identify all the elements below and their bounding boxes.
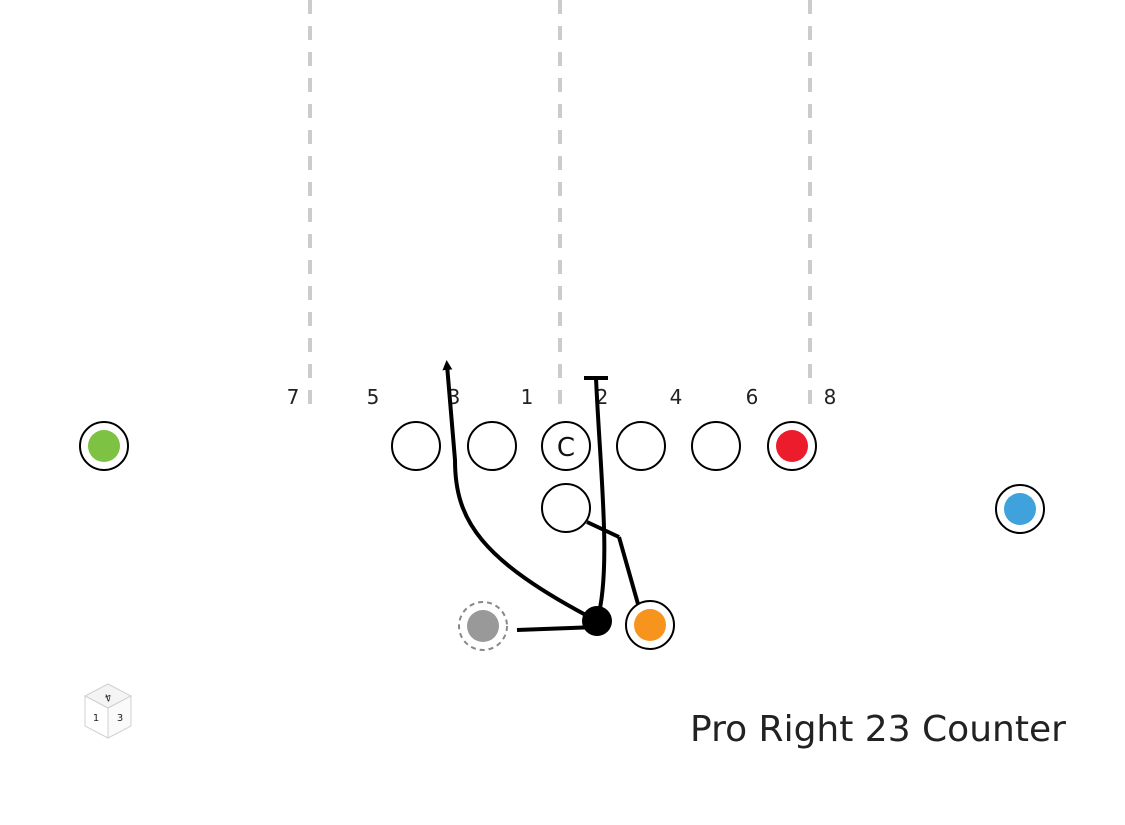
right-tackle-circle (691, 421, 741, 471)
center-circle (541, 421, 591, 471)
dice-icon[interactable]: 4 1 3 (83, 683, 133, 739)
hole-label-7: 7 (287, 385, 300, 409)
flanker-dot (1004, 493, 1036, 525)
quarterback-block-path (594, 377, 607, 622)
dice-face-left: 1 (93, 713, 99, 724)
hole-label-8: 8 (824, 385, 837, 409)
halfback-counter-route (442, 360, 598, 623)
halfback-dot (634, 609, 666, 641)
play-title: Pro Right 23 Counter (690, 709, 1066, 750)
handoff-point (582, 606, 612, 636)
dice-face-right: 3 (117, 713, 123, 724)
hole-label-4: 4 (670, 385, 683, 409)
halfback-handoff-path (617, 536, 640, 605)
x-receiver-dot (88, 430, 120, 462)
center-label: C (557, 433, 575, 463)
hole-label-5: 5 (367, 385, 380, 409)
hole-label-1: 1 (521, 385, 534, 409)
left-tackle-circle (391, 421, 441, 471)
hole-label-6: 6 (746, 385, 759, 409)
quarterback-fake-line (586, 520, 620, 539)
fullback-dot (467, 610, 499, 642)
tight-end-dot (776, 430, 808, 462)
left-guard-circle (467, 421, 517, 471)
right-guard-circle (616, 421, 666, 471)
quarterback-circle (541, 483, 591, 533)
dice-face-top: 4 (103, 690, 113, 703)
